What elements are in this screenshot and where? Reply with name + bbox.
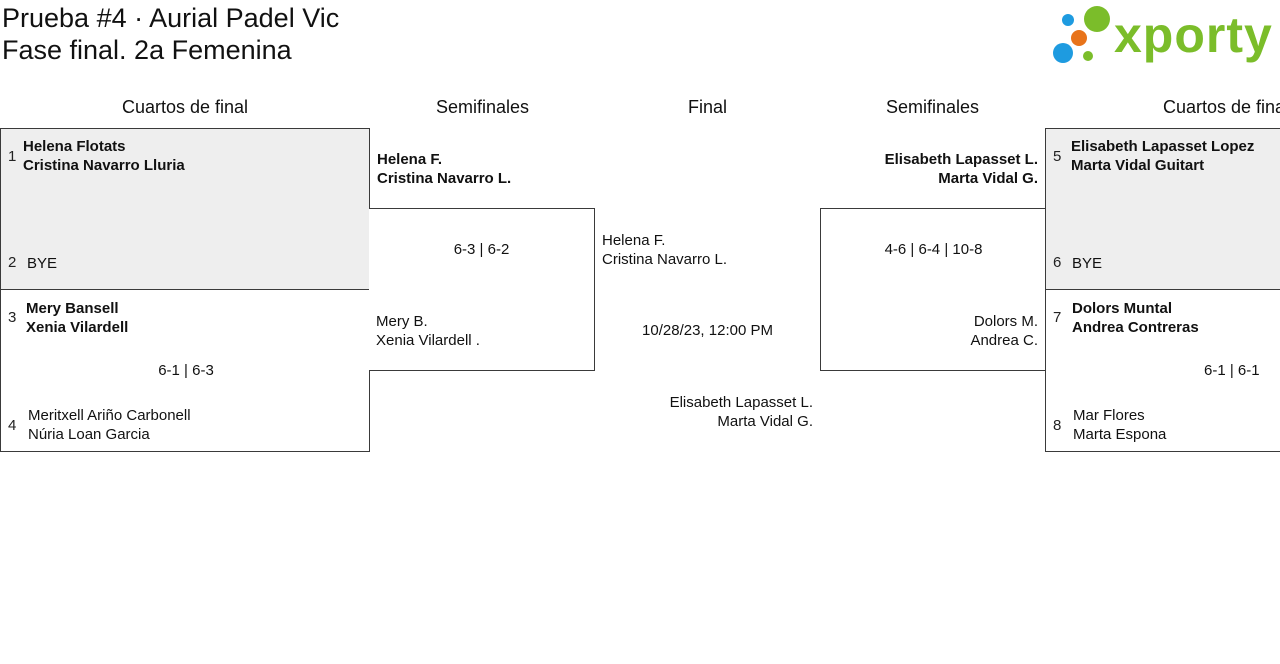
round-header-final: Final bbox=[687, 97, 727, 117]
right-semifinal-bracket[interactable]: 4-6 | 6-4 | 10-8 Dolors M. Andrea C. bbox=[820, 208, 1046, 371]
logo-wordmark: xporty bbox=[1114, 7, 1273, 63]
player-name: Marta Espona bbox=[1073, 426, 1167, 443]
round-header-right-semis: Semifinales bbox=[885, 97, 980, 117]
player-name: Andrea Contreras bbox=[1072, 319, 1199, 336]
final-team2-player: Elisabeth Lapasset L. bbox=[669, 394, 813, 411]
round-header-left-quarters: Cuartos de final bbox=[121, 97, 249, 117]
semifinal-winner-name: Marta Vidal G. bbox=[938, 170, 1038, 187]
seed-number: 6 bbox=[1053, 254, 1062, 271]
final-datetime: 10/28/23, 12:00 PM bbox=[642, 322, 773, 339]
player-name: Dolors Muntal bbox=[1072, 300, 1172, 317]
match-score: 6-1 | 6-3 bbox=[158, 362, 214, 379]
seed-number: 3 bbox=[8, 309, 17, 326]
player-name: Núria Loan Garcia bbox=[28, 426, 150, 443]
bye-label: BYE bbox=[1072, 255, 1103, 272]
final-team1-player: Helena F. bbox=[602, 232, 666, 249]
player-name: Elisabeth Lapasset Lopez bbox=[1071, 138, 1255, 155]
bye-label: BYE bbox=[27, 255, 58, 272]
right-quarterfinal-1[interactable]: 5 Elisabeth Lapasset Lopez Marta Vidal G… bbox=[1045, 128, 1280, 290]
page-subtitle: Fase final. 2a Femenina bbox=[2, 35, 292, 65]
semifinal-winner-name: Elisabeth Lapasset L. bbox=[884, 151, 1038, 168]
player-name: Meritxell Ariño Carbonell bbox=[28, 407, 191, 424]
round-header-right-quarters: Cuartos de final bbox=[1163, 97, 1280, 117]
semifinal-loser-name: Mery B. bbox=[376, 313, 428, 330]
semifinal-loser-name: Andrea C. bbox=[970, 332, 1038, 349]
seed-number: 2 bbox=[8, 254, 17, 271]
match-score: 6-3 | 6-2 bbox=[453, 241, 510, 258]
xporty-logo: xporty bbox=[1050, 4, 1278, 68]
seed-number: 7 bbox=[1053, 309, 1062, 326]
seed-number: 1 bbox=[8, 148, 17, 165]
seed-number: 5 bbox=[1053, 148, 1062, 165]
player-name: Mar Flores bbox=[1073, 407, 1145, 424]
match-score: 6-1 | 6-1 bbox=[1204, 362, 1260, 379]
final-team1-player: Cristina Navarro L. bbox=[602, 251, 728, 268]
semifinal-winner-name: Cristina Navarro L. bbox=[377, 170, 512, 187]
left-quarterfinal-2[interactable]: 3 Mery Bansell Xenia Vilardell 6-1 | 6-3… bbox=[0, 289, 370, 452]
player-name: Cristina Navarro Lluria bbox=[23, 157, 185, 174]
semifinal-loser-name: Xenia Vilardell . bbox=[376, 332, 480, 349]
left-semifinal-bracket[interactable]: 6-3 | 6-2 Mery B. Xenia Vilardell . bbox=[369, 208, 595, 371]
logo-dots-icon bbox=[1053, 6, 1110, 63]
seed-number: 4 bbox=[8, 417, 17, 434]
semifinal-loser-name: Dolors M. bbox=[973, 313, 1038, 330]
player-name: Helena Flotats bbox=[23, 138, 126, 155]
final-team2-player: Marta Vidal G. bbox=[717, 413, 813, 430]
page-title: Prueba #4 · Aurial Padel Vic bbox=[2, 3, 340, 33]
seed-number: 8 bbox=[1053, 417, 1062, 434]
player-name: Xenia Vilardell bbox=[26, 319, 129, 336]
match-score: 4-6 | 6-4 | 10-8 bbox=[884, 241, 983, 258]
round-header-left-semis: Semifinales bbox=[435, 97, 530, 117]
left-quarterfinal-1[interactable]: 1 Helena Flotats Cristina Navarro Lluria… bbox=[0, 128, 370, 290]
right-quarterfinal-2[interactable]: 7 Dolors Muntal Andrea Contreras 6-1 | 6… bbox=[1045, 289, 1280, 452]
player-name: Marta Vidal Guitart bbox=[1071, 157, 1205, 174]
player-name: Mery Bansell bbox=[26, 300, 119, 317]
semifinal-winner-name: Helena F. bbox=[377, 151, 443, 168]
